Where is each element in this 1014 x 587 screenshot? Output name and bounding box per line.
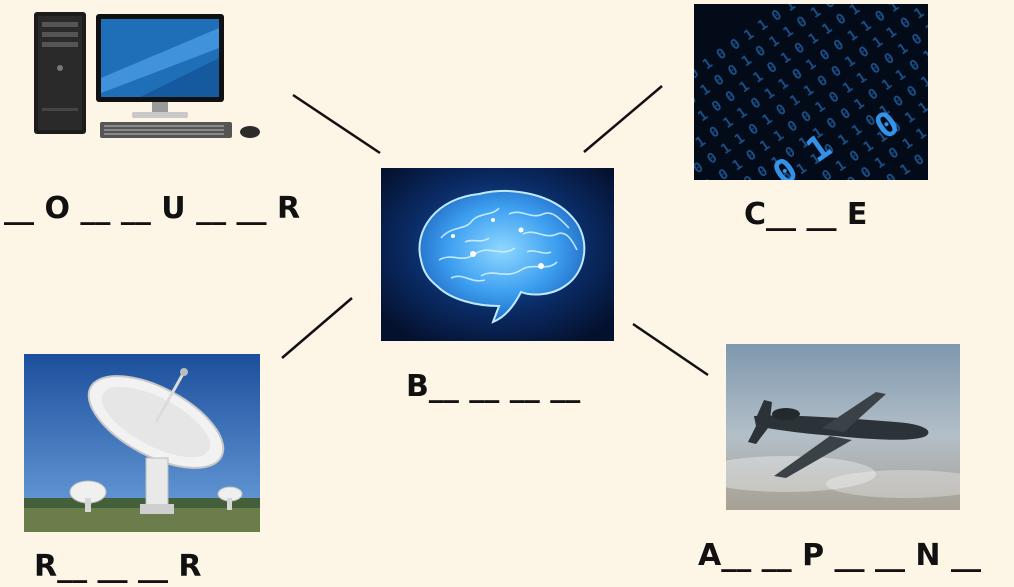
desktop-computer-icon — [34, 12, 260, 138]
radar-word-blanks: R__ __ __ R — [34, 549, 202, 584]
code-word-blanks: C__ __ E — [744, 197, 868, 232]
drone-image — [726, 344, 960, 510]
drone-airplane-icon — [726, 344, 960, 510]
connector-line-computer — [292, 93, 381, 155]
drone-word-blanks: A__ __ P __ __ N __ — [698, 538, 981, 573]
connector-line-code — [583, 85, 663, 153]
radar-dish-icon — [24, 354, 260, 532]
brain-image — [381, 168, 614, 341]
connector-line-drone — [632, 322, 709, 377]
computer-word-blanks: __ O __ __ U __ __ R — [4, 191, 301, 226]
binary-code-icon: 1 0 1 1 0 1 0 0 1 1 0 1 0 1 1 0 1 0 0 1 … — [694, 4, 928, 180]
brain-icon — [381, 168, 614, 341]
binary-code-image: 1 0 1 1 0 1 0 0 1 1 0 1 0 1 1 0 1 0 0 1 … — [694, 4, 928, 180]
connector-line-radar — [281, 297, 353, 359]
computer-image — [20, 8, 270, 148]
radar-image — [24, 354, 260, 532]
brain-word-blanks: B__ __ __ __ — [406, 369, 581, 404]
